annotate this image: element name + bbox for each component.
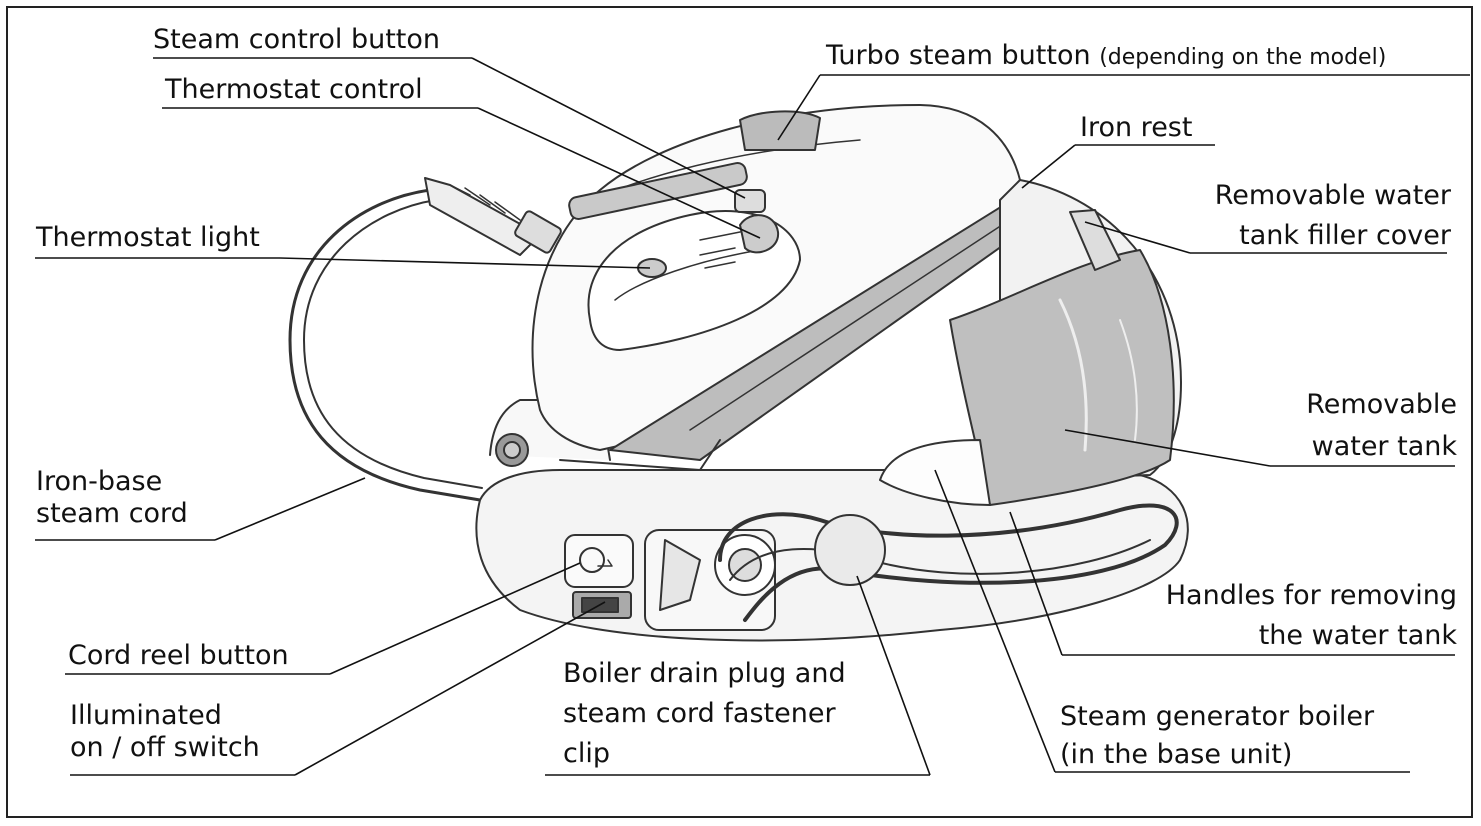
label-iron-base-steam-cord: Iron-base steam cord	[36, 466, 188, 530]
label-line: steam cord fastener	[563, 698, 836, 729]
label-line: Handles for removing	[1165, 580, 1457, 611]
label-line: (in the base unit)	[1060, 739, 1293, 770]
cord-reel-button	[564, 534, 634, 588]
label-note: (depending on the model)	[1099, 45, 1387, 70]
label-line: water tank	[1311, 431, 1457, 462]
label-line: tank filler cover	[1239, 220, 1451, 251]
label-line: the water tank	[1258, 620, 1457, 651]
thermostat-dial	[739, 214, 780, 254]
label-line: Illuminated	[70, 700, 222, 731]
steam-cord-hose	[288, 188, 482, 502]
label-iron-rest: Iron rest	[1080, 112, 1193, 143]
label-boiler: Steam generator boiler (in the base unit…	[1060, 698, 1374, 774]
label-line: clip	[563, 738, 610, 769]
label-turbo-steam-button: Turbo steam button (depending on the mod…	[826, 40, 1386, 74]
label-tank-handles: Handles for removing the water tank	[1166, 576, 1457, 656]
label-steam-control-button: Steam control button	[153, 24, 440, 55]
label-thermostat-light: Thermostat light	[36, 222, 260, 253]
label-line: on / off switch	[70, 732, 260, 763]
filler-cover	[1069, 209, 1121, 271]
label-line: Boiler drain plug and	[563, 658, 846, 689]
label-boiler-drain-plug: Boiler drain plug and steam cord fastene…	[563, 654, 846, 774]
label-illuminated-switch: Illuminated on / off switch	[70, 700, 260, 764]
label-line: steam cord	[36, 498, 188, 529]
label-line: Removable water	[1214, 180, 1451, 211]
label-water-tank: Removable water tank	[1306, 384, 1457, 468]
label-line: Turbo steam button	[826, 40, 1091, 71]
label-line: Iron-base	[36, 466, 163, 497]
steam-generator-boiler	[879, 439, 991, 506]
label-cord-reel-button: Cord reel button	[68, 640, 289, 671]
label-thermostat-control: Thermostat control	[165, 74, 423, 105]
label-line: Steam generator boiler	[1060, 701, 1375, 732]
label-filler-cover: Removable water tank filler cover	[1215, 176, 1451, 256]
steam-control-button	[734, 189, 766, 213]
label-line: Removable	[1306, 389, 1457, 420]
